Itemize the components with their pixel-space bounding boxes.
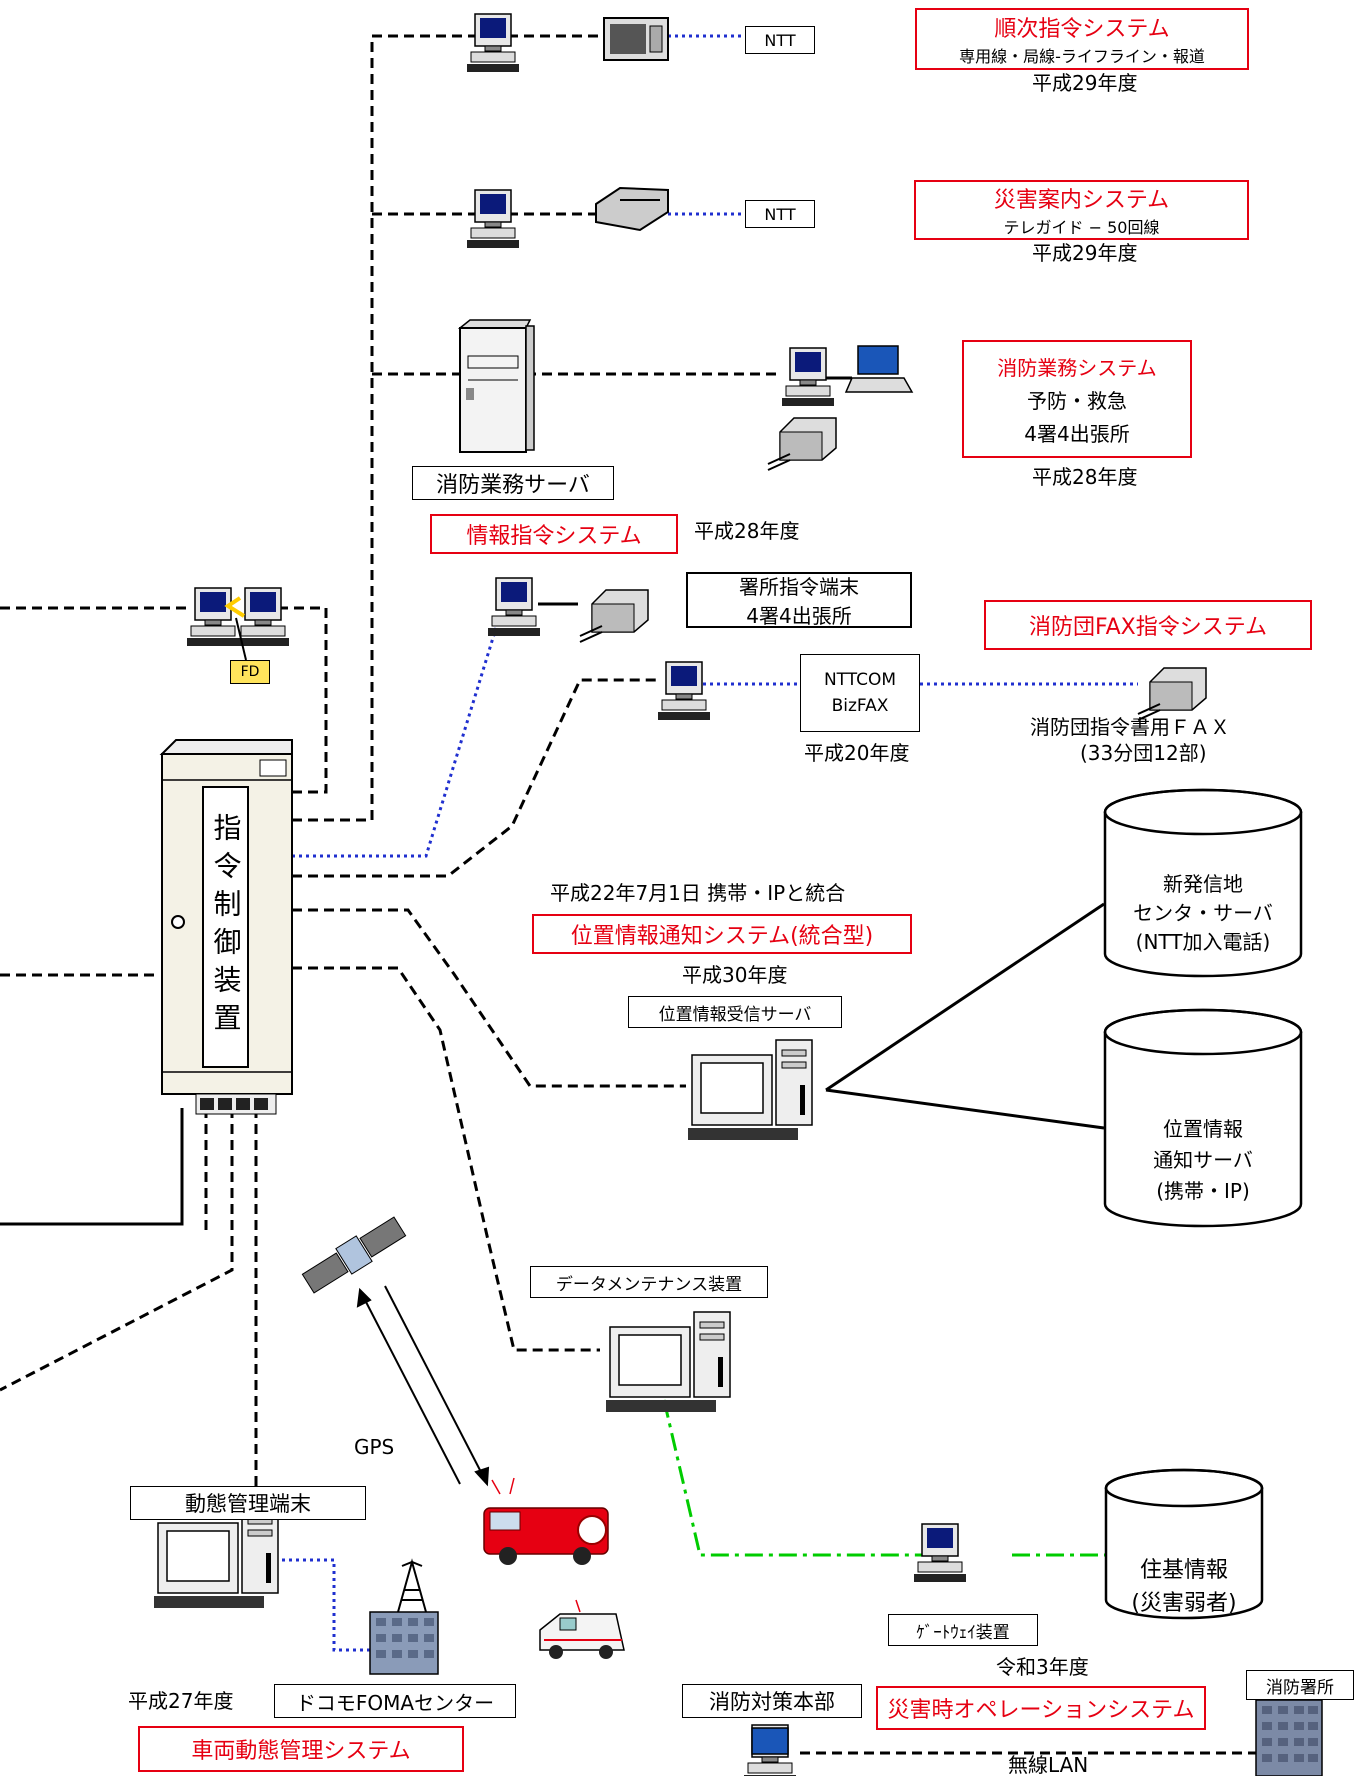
sequential-dialer-icon <box>603 17 669 61</box>
junji-system-box: 順次指令システム 専用線・局線-ライフライン・報道 <box>915 8 1249 70</box>
db-shinhassin-l2: センタ・サーバ <box>1133 901 1273 925</box>
computer-icon <box>236 587 290 647</box>
shobo-gyomu-title: 消防業務システム <box>997 355 1157 380</box>
nttcom-label: NTTCOM <box>823 670 897 690</box>
shobo-gyomu-line2: 4署4出張所 <box>1024 421 1130 446</box>
shobo-shosho-label: 消防署所 <box>1246 1670 1354 1700</box>
receive-server-label: 位置情報受信サーバ <box>628 996 842 1028</box>
joho-shirei-year: 平成28年度 <box>694 519 800 543</box>
computer-icon <box>657 661 711 721</box>
printer-icon <box>767 417 837 471</box>
db-juki-l1: 住基情報 <box>1139 1558 1228 1583</box>
shosho-terminal-line1: 署所指令端末 <box>739 575 859 599</box>
green-dashdot-lines <box>662 1399 1110 1557</box>
db-shinhassin-l1: 新発信地 <box>1163 872 1243 896</box>
database-cylinder-icon <box>1103 788 1303 978</box>
shobo-gyomu-system-box: 消防業務システム 予防・救急 4署4出張所 <box>962 340 1192 458</box>
fd-label: FD <box>230 660 270 684</box>
joho-shirei-system-box: 情報指令システム <box>430 514 678 554</box>
junji-title: 順次指令システム <box>994 17 1170 42</box>
gps-arrows <box>356 1285 490 1487</box>
junji-year: 平成29年度 <box>1032 71 1138 95</box>
nttcom-bizfax-box: NTTCOM BizFAX <box>800 654 920 732</box>
doutai-title: 車両動態管理システム <box>191 1739 411 1764</box>
data-maintenance-label: データメンテナンス装置 <box>530 1266 768 1298</box>
ichi-joho-note: 平成22年7月1日 携帯・IPと統合 <box>550 881 846 905</box>
data-maintenance-desktop-icon <box>605 1311 731 1413</box>
laptop-icon <box>751 1727 789 1755</box>
connection-lines <box>0 34 1262 1755</box>
ambulance-icon <box>539 1599 625 1659</box>
computer-icon <box>466 13 520 73</box>
shobo-gyomu-year: 平成28年度 <box>1032 465 1138 489</box>
doutai-system-box: 車両動態管理システム <box>138 1726 464 1772</box>
ichi-joho-title: 位置情報通知システム(統合型) <box>570 924 874 949</box>
saigai-annai-title: 災害案内システム <box>993 188 1170 213</box>
docomo-building-icon <box>369 1611 439 1675</box>
blue-dotted-lines <box>282 34 1138 1652</box>
db-ichi-label: 位置情報 通知サーバ (携帯・IP) <box>1110 1114 1296 1207</box>
docomo-center-label: ドコモFOMAセンター <box>274 1684 516 1718</box>
database-cylinder-icon <box>1103 1008 1303 1228</box>
saigaiji-op-year: 令和3年度 <box>996 1655 1089 1679</box>
doutai-terminal-label: 動態管理端末 <box>130 1486 366 1520</box>
printer-icon <box>579 589 649 643</box>
gateway-label: ｹﾞｰﾄｳｪｲ装置 <box>888 1614 1038 1646</box>
ichi-joho-year: 平成30年度 <box>682 963 788 987</box>
laptop-icon <box>844 345 914 393</box>
fire-station-building-icon <box>1255 1699 1323 1776</box>
db-shinhassin-l3: (NTT加入電話) <box>1135 930 1271 954</box>
gps-label: GPS <box>354 1435 395 1459</box>
db-ichi-l3: (携帯・IP) <box>1156 1179 1250 1203</box>
computer-icon <box>781 347 835 407</box>
db-juki-label: 住基情報 (災害弱者) <box>1110 1554 1258 1620</box>
saigai-annai-year: 平成29年度 <box>1032 241 1138 265</box>
shobo-gyomu-line1: 予防・救急 <box>1027 388 1127 413</box>
bizfax-label: BizFAX <box>831 696 889 716</box>
antenna-tower-icon <box>397 1558 427 1613</box>
doutai-year: 平成27年度 <box>128 1689 234 1713</box>
fax-label-2: (33分団12部) <box>1080 741 1207 765</box>
fax-label-1: 消防団指令書用ＦＡＸ <box>1030 715 1230 739</box>
control-device-label: 指令制御装置 <box>209 813 243 1041</box>
ichi-joho-system-box: 位置情報通知システム(統合型) <box>532 914 912 954</box>
db-juki-l2: (災害弱者) <box>1131 1591 1237 1616</box>
junji-sub: 専用線・局線-ライフライン・報道 <box>959 47 1205 66</box>
database-cylinder-icon <box>1104 1468 1264 1620</box>
joho-shirei-title: 情報指令システム <box>466 524 642 549</box>
saigai-annai-sub: テレガイド − 50回線 <box>1003 218 1160 237</box>
shobo-taisaku-honbu-label: 消防対策本部 <box>682 1684 862 1718</box>
db-ichi-l1: 位置情報 <box>1163 1117 1243 1141</box>
saigaiji-op-title: 災害時オペレーションシステム <box>887 1698 1195 1723</box>
computer-icon <box>186 587 240 647</box>
shobodan-fax-system-box: 消防団FAX指令システム <box>984 600 1312 650</box>
control-device-label-box: 指令制御装置 <box>202 786 249 1068</box>
fire-engine-icon <box>483 1477 609 1565</box>
computer-icon <box>487 577 541 637</box>
ntt-box-annai: NTT <box>745 200 815 228</box>
fax-printer-icon <box>1137 667 1207 721</box>
shosho-terminal-box: 署所指令端末 4署4出張所 <box>686 572 912 628</box>
db-shinhassin-label: 新発信地 センタ・サーバ (NTT加入電話) <box>1110 870 1296 957</box>
receive-server-desktop-icon <box>687 1039 813 1141</box>
shobodan-fax-title: 消防団FAX指令システム <box>1028 615 1268 640</box>
shobodan-fax-year: 平成20年度 <box>804 741 910 765</box>
server-tower-icon <box>457 319 535 453</box>
modem-icon <box>595 186 669 232</box>
fd-arrow-icon <box>224 596 247 661</box>
shosho-terminal-line2: 4署4出張所 <box>746 604 852 628</box>
saigai-annai-system-box: 災害案内システム テレガイド − 50回線 <box>914 180 1249 240</box>
doutai-terminal-desktop-icon <box>153 1507 279 1609</box>
computer-icon <box>466 189 520 249</box>
wireless-lan-label: 無線LAN <box>1008 1753 1089 1777</box>
db-ichi-l2: 通知サーバ <box>1153 1148 1253 1172</box>
solid-lines <box>0 376 1105 1226</box>
saigaiji-op-system-box: 災害時オペレーションシステム <box>876 1686 1206 1730</box>
computer-icon <box>913 1523 967 1583</box>
satellite-icon <box>301 1216 407 1294</box>
shobo-gyomu-server-label: 消防業務サーバ <box>412 466 614 500</box>
ntt-box-junji: NTT <box>745 26 815 54</box>
